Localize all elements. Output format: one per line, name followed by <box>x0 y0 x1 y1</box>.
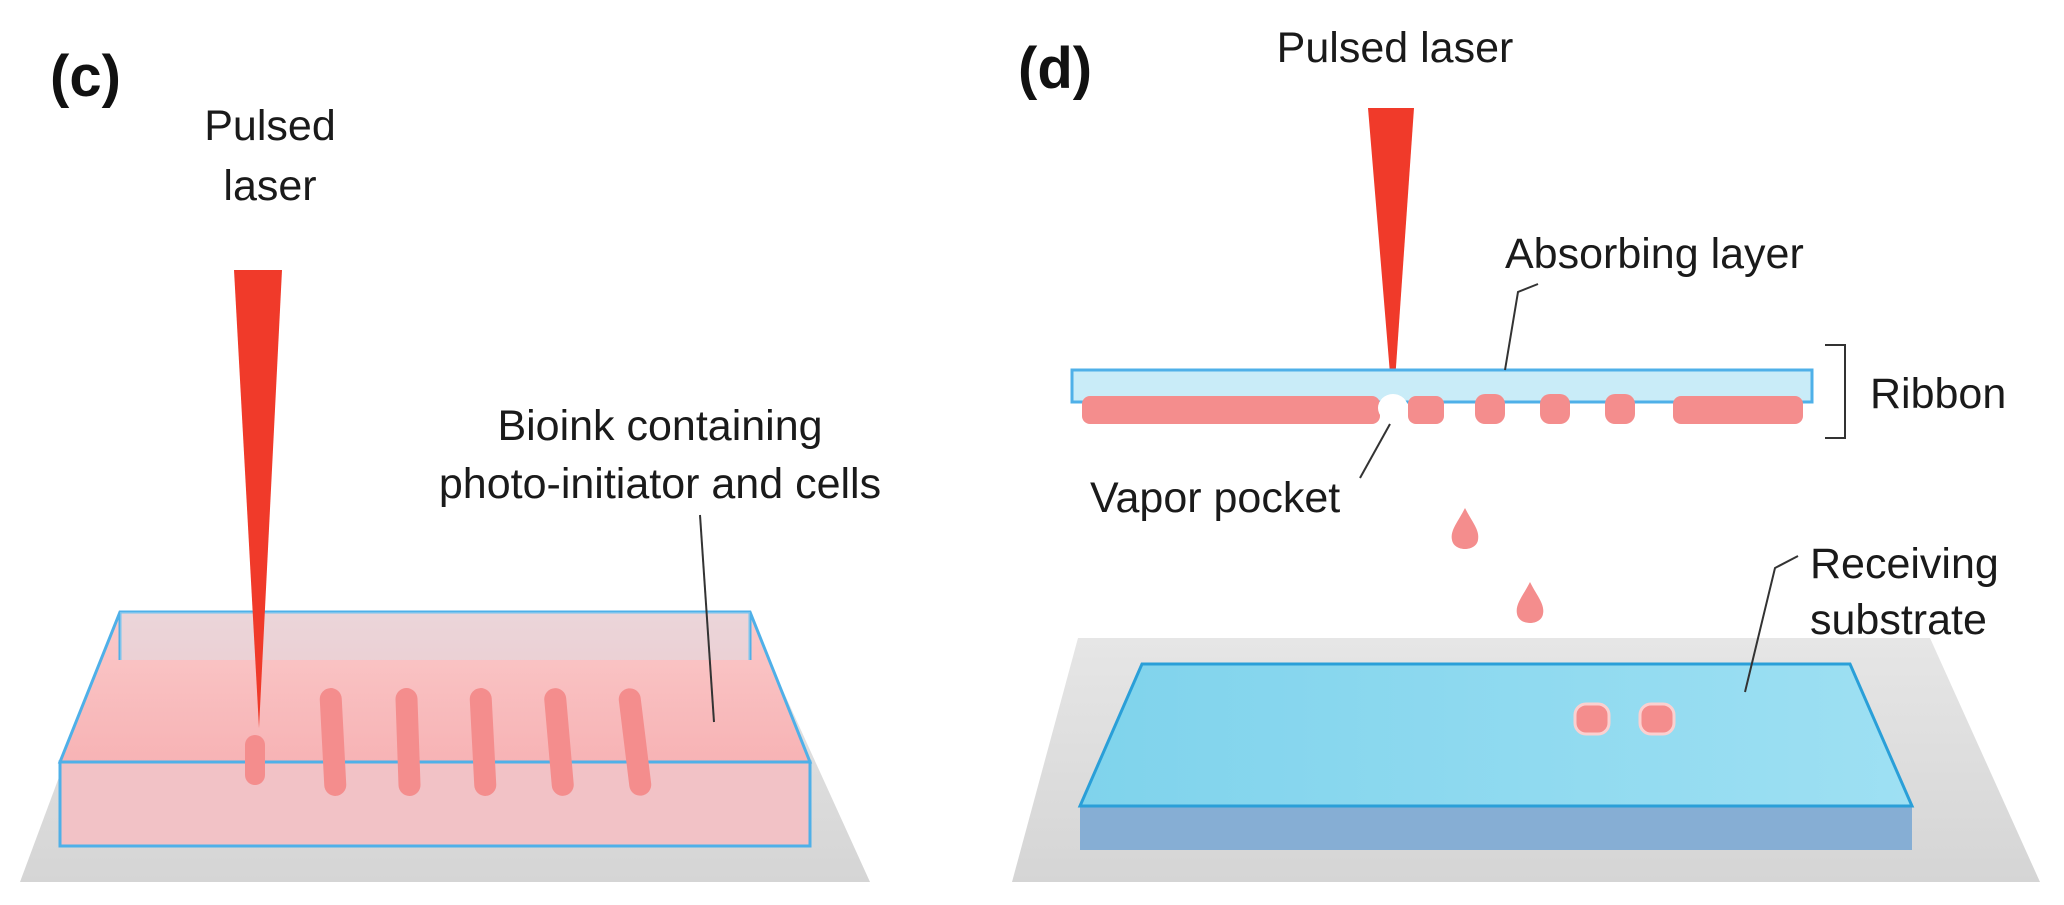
panel-c-container-front <box>58 760 812 848</box>
panel-c-bioink-label-1: Bioink containing <box>497 402 822 450</box>
vapor-pocket-bubble <box>1378 394 1408 422</box>
ribbon-bioink-droplet <box>1540 394 1570 424</box>
printed-line <box>395 688 421 796</box>
ribbon-bioink-segment <box>1408 396 1444 424</box>
printed-line <box>618 688 652 796</box>
panel-c-container-back-wall <box>120 612 750 660</box>
panel-c-tag: (c) <box>50 44 121 109</box>
ribbon-bioink-droplet <box>1475 394 1505 424</box>
panel-c-laser-beam <box>234 270 282 728</box>
panel-c: (c) Pulsed laser Bioink containing photo… <box>20 44 881 882</box>
deposited-droplet <box>1573 702 1611 736</box>
falling-droplet <box>1516 582 1544 623</box>
deposited-droplet <box>1638 702 1676 736</box>
falling-droplet <box>1451 508 1479 549</box>
ribbon-bioink-segment <box>1673 396 1803 424</box>
absorbing-layer-leader <box>1504 283 1539 371</box>
panel-c-laser-label-2: laser <box>223 162 316 210</box>
printed-line <box>469 688 497 796</box>
panel-c-bioink-leader <box>699 514 715 723</box>
printed-line <box>245 735 265 785</box>
panel-d-laser-beam <box>1368 108 1414 410</box>
ribbon-bracket <box>1825 344 1846 439</box>
ribbon-label: Ribbon <box>1870 370 2006 418</box>
receiving-substrate-label-2: substrate <box>1810 596 1987 644</box>
panel-d-laser-label: Pulsed laser <box>1277 24 1514 72</box>
printed-line <box>544 688 574 796</box>
vapor-pocket-label: Vapor pocket <box>1090 474 1340 522</box>
panel-c-printed-lines <box>245 688 652 796</box>
printed-line <box>319 688 347 796</box>
panel-c-laser-label-1: Pulsed <box>204 102 335 150</box>
panel-d-tag: (d) <box>1018 36 1092 101</box>
receiving-substrate-top <box>1077 662 1915 808</box>
panel-c-bioink-front <box>60 762 810 846</box>
ribbon-bioink-droplet <box>1605 394 1635 424</box>
receiving-substrate-leader <box>1744 555 1799 693</box>
absorbing-layer-label: Absorbing layer <box>1505 230 1804 278</box>
vapor-pocket-leader <box>1359 423 1391 479</box>
panel-c-bioink-label-2: photo-initiator and cells <box>439 460 881 508</box>
ribbon-bioink-layer <box>1082 394 1803 424</box>
ribbon-bioink-segment <box>1082 396 1380 424</box>
panel-d: (d) Pulsed laser Absorbing layer Ribbon … <box>1012 24 2040 882</box>
receiving-substrate-label-1: Receiving <box>1810 540 1999 588</box>
receiving-substrate-side <box>1080 806 1912 850</box>
